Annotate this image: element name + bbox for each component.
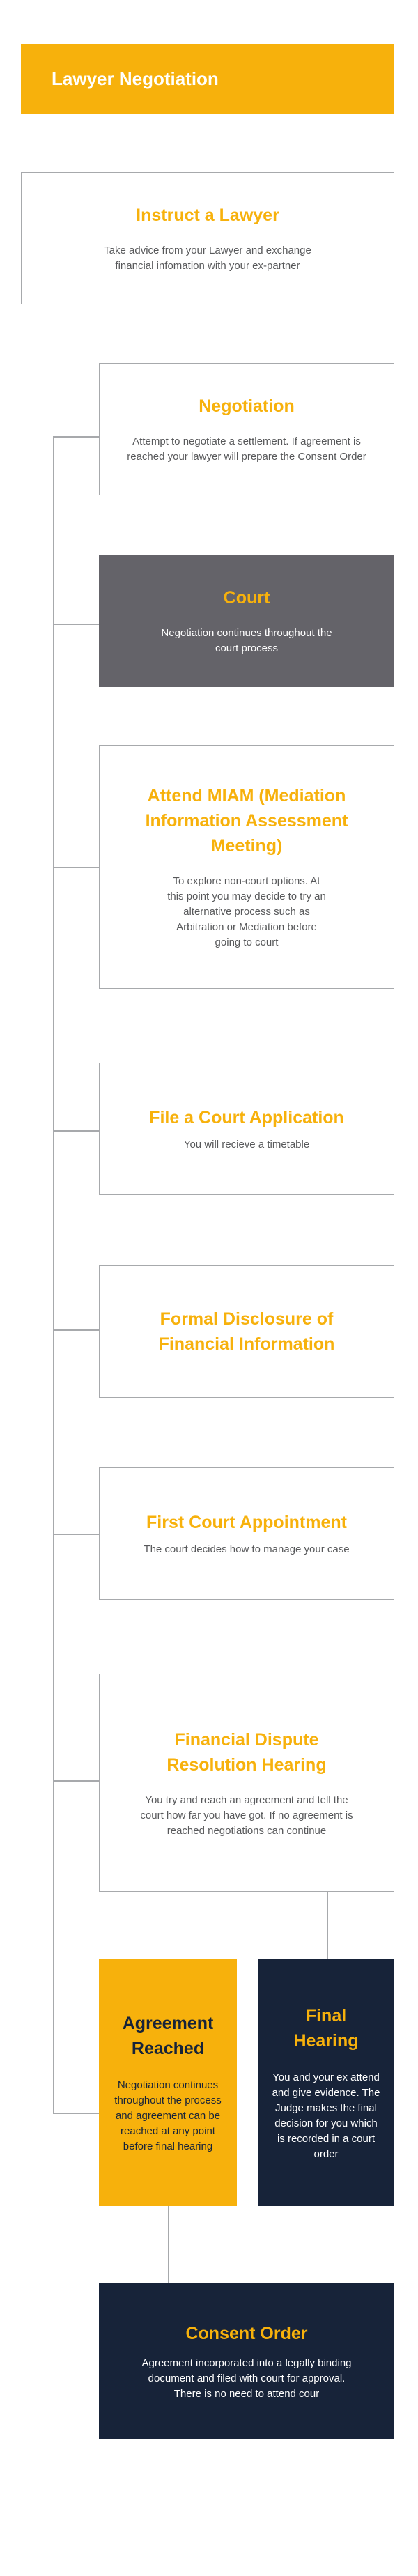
step-negotiation: Negotiation Attempt to negotiate a settl…: [99, 363, 394, 495]
connector-agreement-consent: [168, 2206, 169, 2283]
step-description: Negotiation continues throughout the cou…: [161, 627, 332, 654]
step-description: Take advice from your Lawyer and exchang…: [104, 245, 311, 272]
step-description: You will recieve a timetable: [183, 1139, 310, 1150]
step-title: Negotiation: [199, 396, 295, 416]
connector-fdr-final: [327, 1892, 328, 1959]
step-formal-disclosure: Formal Disclosure of Financial Informati…: [99, 1265, 394, 1398]
step-first-court-appointment: First Court Appointment The court decide…: [99, 1467, 394, 1600]
step-description: You try and reach an agreement and tell …: [140, 1794, 353, 1837]
step-consent-order: Consent Order Agreement incorporated int…: [99, 2283, 394, 2439]
step-title: First Court Appointment: [146, 1513, 347, 1532]
step-court: Court Negotiation continues throughout t…: [99, 555, 394, 687]
connector-negotiation: [53, 436, 99, 438]
step-attend-miam: Attend MIAM (Mediation Information Asses…: [99, 745, 394, 989]
step-title: Final Hearing: [293, 2006, 359, 2051]
step-title: Agreement Reached: [122, 2014, 214, 2058]
step-title: Instruct a Lawyer: [136, 206, 279, 225]
connector-file-application: [53, 1130, 99, 1132]
page-header: Lawyer Negotiation: [21, 44, 394, 114]
connector-fdr: [53, 1780, 99, 1782]
connector-agreement: [53, 2113, 99, 2114]
left-connector-line: [53, 436, 54, 2113]
page-title: Lawyer Negotiation: [52, 68, 219, 89]
step-title: Court: [223, 588, 270, 608]
step-title: Consent Order: [185, 2323, 308, 2343]
connector-disclosure: [53, 1329, 99, 1331]
step-title: Attend MIAM (Mediation Information Asses…: [145, 786, 348, 856]
step-final-hearing: Final Hearing You and your ex attend and…: [258, 1959, 394, 2206]
step-title: Formal Disclosure of Financial Informati…: [158, 1309, 335, 1354]
step-description: The court decides how to manage your cas…: [144, 1543, 350, 1555]
step-instruct-lawyer: Instruct a Lawyer Take advice from your …: [21, 172, 394, 304]
step-file-court-application: File a Court Application You will reciev…: [99, 1063, 394, 1195]
connector-court: [53, 624, 99, 625]
step-title: File a Court Application: [149, 1108, 344, 1127]
step-description: You and your ex attend and give evidence…: [272, 2072, 380, 2160]
step-agreement-reached: Agreement Reached Negotiation continues …: [99, 1959, 237, 2206]
step-description: Attempt to negotiate a settlement. If ag…: [127, 435, 366, 463]
connector-first-appointment: [53, 1534, 99, 1535]
step-fdr-hearing: Financial Dispute Resolution Hearing You…: [99, 1674, 394, 1892]
step-description: To explore non-court options. At this po…: [167, 875, 326, 948]
connector-miam: [53, 867, 99, 868]
step-description: Negotiation continues throughout the pro…: [114, 2079, 222, 2152]
step-title: Financial Dispute Resolution Hearing: [167, 1729, 327, 1775]
step-description: Agreement incorporated into a legally bi…: [141, 2357, 352, 2400]
